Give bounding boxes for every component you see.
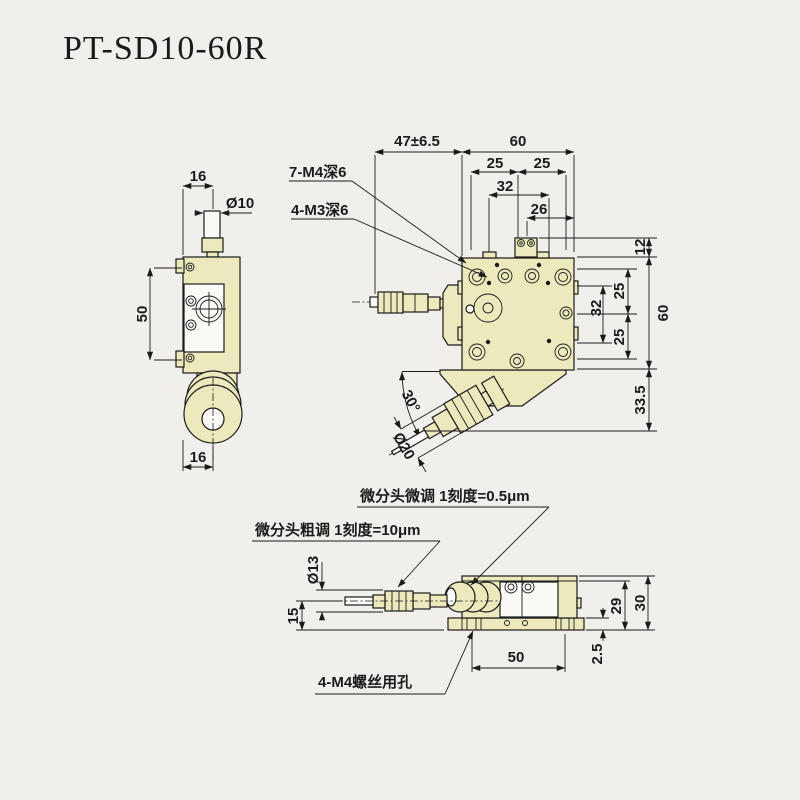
side-knob-shaft: [203, 210, 221, 239]
side-clamp-bottom: [175, 350, 185, 368]
dim-hole-span-right: 32: [588, 300, 605, 317]
dim-left-half: 25: [487, 155, 504, 172]
front-clamp-left: [461, 617, 482, 631]
dim-travel: 47±6.5: [394, 133, 440, 150]
dim-base-span: 50: [508, 649, 525, 666]
plan-angled-micrometer: [388, 375, 511, 456]
label-m4-holes: 7-M4深6: [289, 163, 347, 181]
dim-lower-ext: 33.5: [632, 385, 649, 414]
dim-side-width-bottom: 16: [190, 449, 207, 466]
side-top-knob: [201, 237, 224, 253]
dim-hole-lower: 25: [611, 329, 628, 346]
dim-hole-upper: 25: [611, 283, 628, 300]
plan-body: [461, 257, 575, 371]
page-title: PT-SD10-60R: [63, 30, 268, 67]
dim-mic-angle: 30°: [398, 387, 424, 415]
dim-axis-height: 15: [285, 608, 302, 625]
dim-plan-height: 60: [655, 305, 672, 322]
label-coarse-adjust: 微分头粗调 1刻度=10μm: [254, 521, 420, 539]
side-clamp-top: [175, 258, 185, 274]
dim-total-height: 30: [632, 595, 649, 612]
front-base-plate: [447, 617, 585, 631]
dim-angled-mic-dia: Ø20: [389, 430, 418, 463]
side-view: 16 Ø10 50 16: [134, 168, 254, 471]
dim-front-mic-dia: Ø13: [305, 556, 322, 584]
dim-plan-width: 60: [510, 133, 527, 150]
plan-top-knob: [514, 237, 538, 258]
front-fine-knob: [444, 581, 502, 613]
dim-knob-height: 12: [632, 239, 649, 256]
front-view: 微分头微调 1刻度=0.5μm 微分头粗调 1刻度=10μm 4-M4螺丝用孔 …: [252, 487, 655, 695]
side-carriage-panel: [183, 283, 225, 353]
front-clamp-right: [555, 617, 575, 631]
dim-knob-offset: 26: [531, 201, 548, 218]
plan-x-micrometer: [369, 284, 463, 346]
dim-hole-span-top: 32: [497, 178, 514, 195]
label-fine-adjust: 微分头微调 1刻度=0.5μm: [359, 487, 530, 505]
label-screw-holes: 4-M4螺丝用孔: [318, 673, 412, 691]
dim-side-width-top: 16: [190, 168, 207, 185]
plan-view: Ø20 30°: [289, 133, 672, 473]
dim-base-thickness: 2.5: [589, 644, 606, 665]
dim-side-height: 50: [134, 306, 151, 323]
label-m3-holes: 4-M3深6: [291, 201, 349, 219]
dim-body-height: 29: [608, 598, 625, 615]
dim-side-knob-dia: Ø10: [226, 195, 254, 212]
dim-right-half: 25: [534, 155, 551, 172]
